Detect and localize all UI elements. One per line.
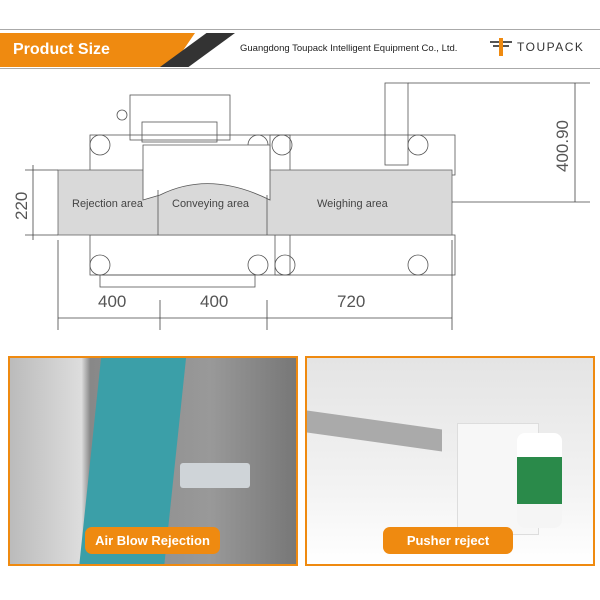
pusher-arm xyxy=(307,410,442,452)
brand-logo: TOUPACK xyxy=(490,38,584,56)
dim-720-weighing: 720 xyxy=(337,292,365,311)
product-bottle xyxy=(517,433,562,528)
air-blow-rejection-label: Air Blow Rejection xyxy=(85,527,220,554)
air-nozzle xyxy=(180,463,250,488)
brand-name: TOUPACK xyxy=(517,40,585,54)
section-tag: Product Size xyxy=(0,33,195,67)
toupack-logo-icon xyxy=(490,38,512,56)
section-title: Product Size xyxy=(13,41,110,58)
conveying-cover xyxy=(142,144,271,201)
rejection-area-label: Rejection area xyxy=(72,198,144,210)
dim-220-width: 220 xyxy=(12,192,31,220)
machine-drawing: Rejection area Conveying area Weighing a… xyxy=(12,82,590,330)
weighing-area-label: Weighing area xyxy=(317,198,389,210)
dim-400-rejection: 400 xyxy=(98,292,126,311)
header-banner: Product Size Guangdong Toupack Intellige… xyxy=(0,29,600,69)
conveying-area-label: Conveying area xyxy=(172,198,250,210)
company-name: Guangdong Toupack Intelligent Equipment … xyxy=(240,43,458,54)
dim-400-90-height: 400.90 xyxy=(553,120,572,172)
dim-400-conveying: 400 xyxy=(200,292,228,311)
pusher-reject-label: Pusher reject xyxy=(383,527,513,554)
dimension-lines xyxy=(25,82,590,330)
